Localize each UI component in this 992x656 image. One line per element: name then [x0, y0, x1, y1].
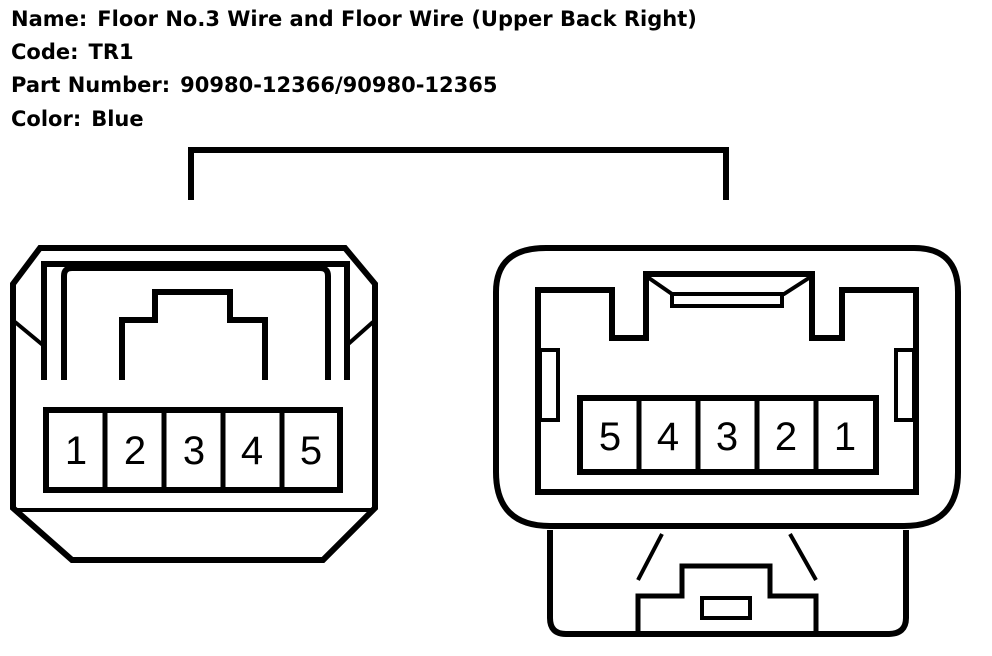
left-pin-label: 2 — [124, 429, 146, 473]
right-connector-pin-dividers — [636, 398, 819, 472]
left-connector-lock-tab — [119, 289, 268, 380]
right-connector-pins: 5 4 3 2 1 — [599, 415, 856, 459]
part-number-row: Part Number: 90980-12366/90980-12365 — [11, 72, 497, 98]
left-connector-inner-hood — [61, 265, 331, 380]
left-connector-pin-dividers — [102, 410, 285, 490]
right-connector-latch-housing — [547, 530, 909, 637]
right-pin-label: 4 — [657, 415, 679, 459]
right-connector-outline — [493, 245, 961, 529]
right-connector-key — [670, 292, 784, 308]
left-connector-left-notch — [13, 320, 46, 348]
right-connector — [493, 245, 961, 637]
right-pin-label: 1 — [834, 415, 856, 459]
code-label: Code: — [11, 40, 79, 64]
left-pin-label: 3 — [183, 429, 205, 473]
name-value: Floor No.3 Wire and Floor Wire (Upper Ba… — [97, 7, 697, 31]
name-label: Name: — [11, 7, 88, 31]
connection-bracket — [188, 147, 729, 200]
code-row: Code: TR1 — [11, 39, 134, 65]
name-row: Name: Floor No.3 Wire and Floor Wire (Upp… — [11, 6, 697, 32]
right-connector-latch-edges — [636, 533, 818, 581]
color-row: Color: Blue — [11, 106, 144, 132]
left-pin-label: 5 — [300, 429, 322, 473]
part-number-label: Part Number: — [11, 73, 171, 97]
right-pin-label: 5 — [599, 415, 621, 459]
left-pin-label: 4 — [241, 429, 263, 473]
color-value: Blue — [91, 107, 144, 131]
left-connector-hood — [41, 261, 350, 380]
part-number-value: 90980-12366/90980-12365 — [180, 73, 498, 97]
right-connector-latch — [635, 563, 819, 632]
right-pin-label: 3 — [716, 415, 738, 459]
right-connector-latch-tab — [700, 596, 752, 620]
left-connector-right-notch — [344, 320, 375, 348]
left-connector — [10, 245, 378, 563]
right-connector-pin-frame — [577, 395, 879, 475]
color-label: Color: — [11, 107, 82, 131]
right-connector-left-guide — [538, 348, 560, 422]
right-pin-label: 2 — [775, 415, 797, 459]
left-pin-label: 1 — [65, 429, 87, 473]
code-value: TR1 — [88, 40, 134, 64]
right-connector-key-slope — [644, 274, 814, 296]
left-connector-pins: 1 2 3 4 5 — [65, 429, 322, 473]
right-connector-right-guide — [894, 348, 916, 422]
right-connector-inner-housing — [535, 271, 919, 495]
left-connector-outline — [10, 245, 378, 563]
left-connector-pin-frame — [43, 407, 343, 493]
